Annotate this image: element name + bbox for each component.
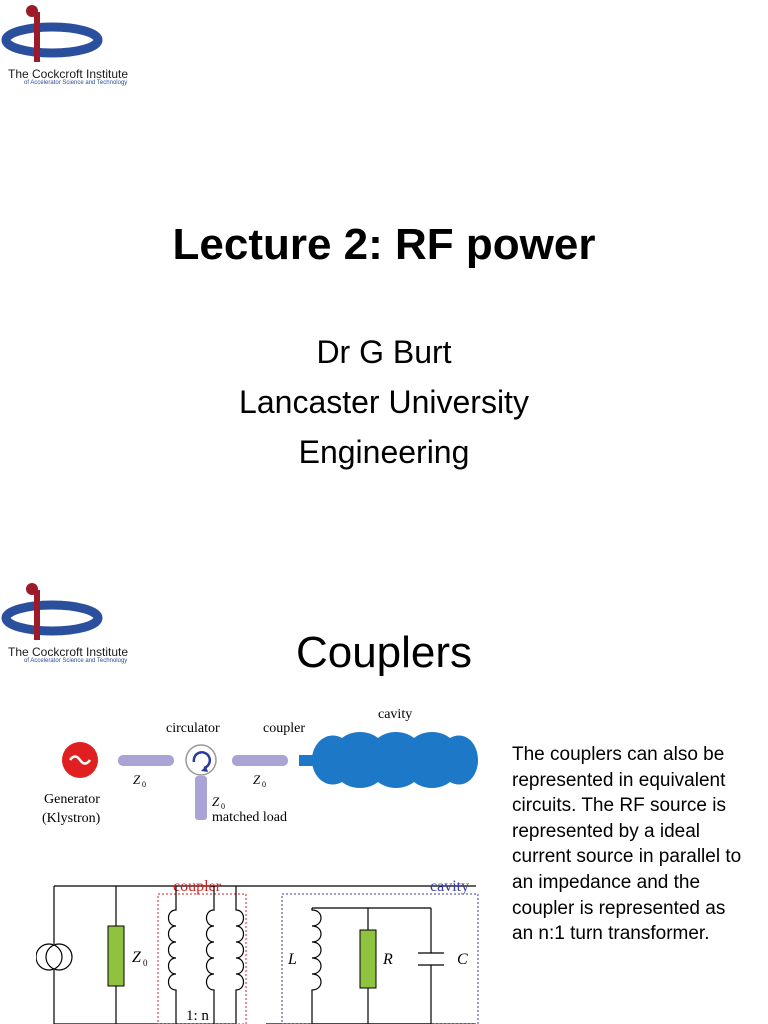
coupler-label: coupler	[263, 721, 305, 736]
waveguide-segment	[232, 755, 288, 766]
institute-subtitle: of Accelerator Science and Technology	[24, 658, 128, 664]
cockcroft-logo-icon	[1, 5, 103, 62]
institute-name: The Cockcroft Institute	[8, 67, 129, 81]
cockcroft-logo: The Cockcroft Institute of Accelerator S…	[0, 578, 150, 668]
inductor-label: L	[287, 951, 297, 968]
waveguide-segment	[118, 755, 174, 766]
z0-label: Z	[133, 772, 141, 787]
coupler-box-label: coupler	[173, 878, 222, 895]
coupler-box	[157, 893, 247, 1024]
rf-system-diagram: circulator coupler cavity Generator (Kly…	[42, 707, 478, 826]
z0-subscript: 0	[262, 780, 266, 789]
resistor-label: R	[382, 951, 393, 968]
current-source-icon	[36, 943, 73, 971]
circulator-label: circulator	[166, 721, 220, 736]
z0-subscript: 0	[143, 958, 148, 968]
cavity-icon	[312, 732, 478, 788]
cockcroft-logo: The Cockcroft Institute of Accelerator S…	[0, 0, 150, 90]
generator-label: Generator	[44, 792, 100, 807]
equivalent-circuit-diagram: Z 0 coupler 1: n cavity L R C	[36, 878, 479, 1024]
circulator-icon	[185, 744, 217, 776]
capacitor-icon	[418, 908, 444, 1024]
slide-title: The Cockcroft Institute of Accelerator S…	[0, 0, 596, 470]
author-name: Dr G Burt	[316, 334, 452, 370]
lecture-title: Lecture 2: RF power	[172, 220, 596, 269]
z0-label: Z	[253, 772, 261, 787]
klystron-label: (Klystron)	[42, 811, 101, 826]
inductor-icon	[311, 908, 322, 1024]
matched-load-icon	[195, 776, 207, 820]
cavity-box	[281, 893, 479, 1024]
resistor-icon	[359, 929, 377, 989]
institute-subtitle: of Accelerator Science and Technology	[24, 80, 128, 86]
department-name: Engineering	[298, 434, 470, 470]
university-name: Lancaster University	[239, 384, 529, 420]
z0-label: Z	[132, 949, 142, 966]
z0-subscript: 0	[142, 780, 146, 789]
cavity-box-label: cavity	[430, 878, 469, 895]
coupler-icon	[299, 755, 313, 766]
slide-couplers: The Cockcroft Institute of Accelerator S…	[0, 560, 768, 1024]
z0-subscript: 0	[221, 802, 225, 811]
z0-label: Z	[212, 794, 220, 809]
capacitor-label: C	[457, 951, 468, 968]
cockcroft-logo-icon	[1, 583, 103, 640]
coupler-explanation-text: The couplers can also be represented in …	[512, 744, 742, 945]
slide-heading: Couplers	[295, 628, 473, 677]
transformer-icon	[167, 886, 245, 1024]
cavity-label: cavity	[378, 707, 412, 722]
resistor-icon	[107, 925, 125, 987]
generator-icon	[62, 742, 98, 778]
matched-load-label: matched load	[212, 810, 287, 825]
turns-ratio-label: 1: n	[186, 1008, 209, 1024]
institute-name: The Cockcroft Institute	[8, 645, 129, 659]
